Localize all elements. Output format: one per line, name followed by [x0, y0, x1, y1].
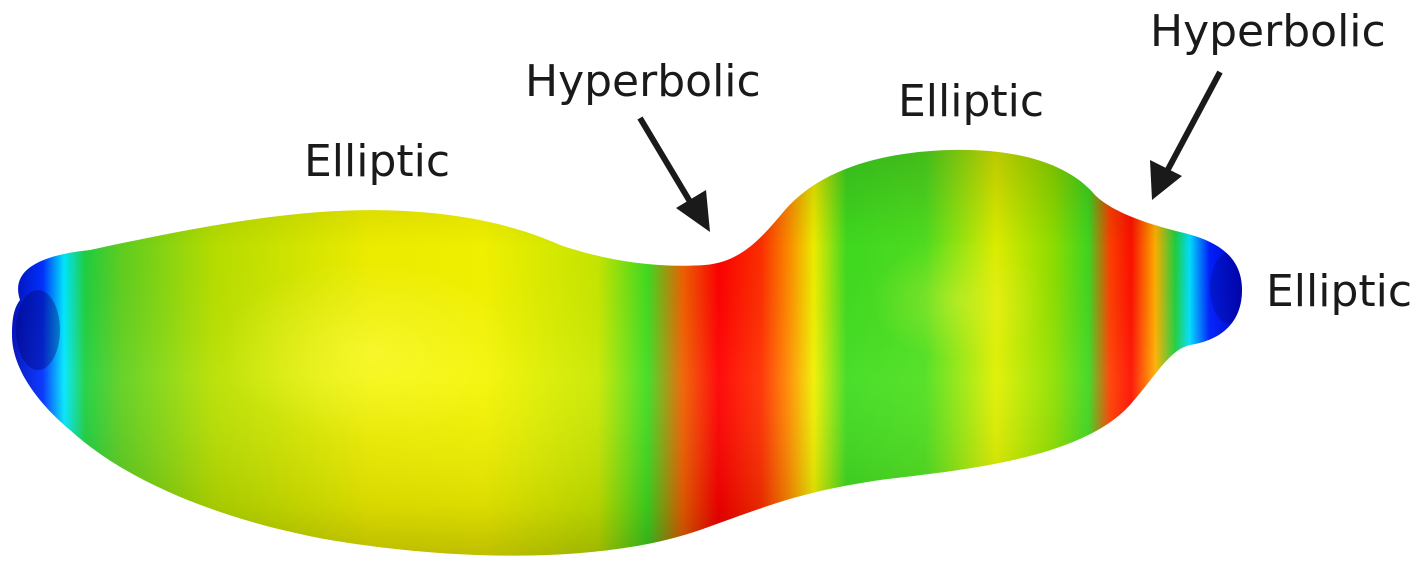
label-elliptic-mid: Elliptic: [898, 80, 1044, 124]
arrow-hyperbolic-mid: [640, 118, 710, 232]
surface-body: [0, 140, 1423, 570]
label-hyperbolic-right: Hyperbolic: [1150, 10, 1386, 54]
label-elliptic-left: Elliptic: [304, 140, 450, 184]
label-elliptic-right: Elliptic: [1266, 270, 1412, 314]
arrow-hyperbolic-right: [1150, 72, 1220, 200]
label-hyperbolic-mid: Hyperbolic: [525, 60, 761, 104]
